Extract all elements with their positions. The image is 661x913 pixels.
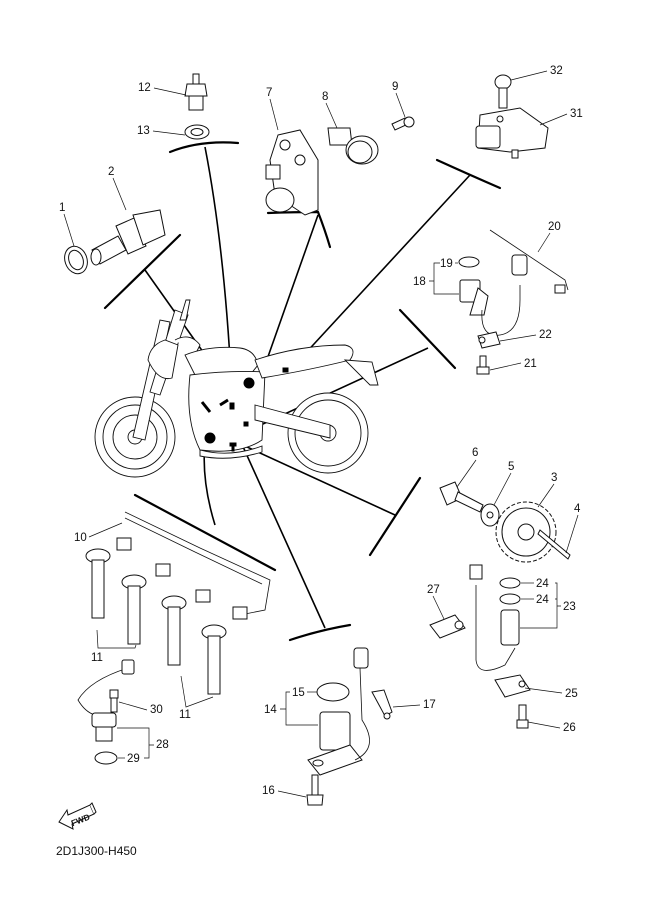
callout-15: 15 xyxy=(292,687,305,699)
part-wire-harness-10 xyxy=(124,511,271,616)
marker-crank-sensor xyxy=(204,432,216,444)
part-ignition-coils-11 xyxy=(85,537,248,695)
callout-28: 28 xyxy=(156,739,169,751)
marker-coils xyxy=(200,401,212,413)
coil-1 xyxy=(85,537,132,619)
callout-1: 1 xyxy=(59,202,65,214)
part-bolt-6 xyxy=(439,481,484,513)
callouts: 1 2 3 4 5 6 7 8 9 10 11 11 12 xyxy=(59,65,583,798)
callout-27: 27 xyxy=(427,584,440,596)
frame-group-tps xyxy=(266,210,332,249)
marker-oil-switch xyxy=(229,402,235,410)
callout-11a: 11 xyxy=(91,652,103,664)
part-screw-32 xyxy=(494,74,512,109)
coil-2 xyxy=(121,563,171,645)
callout-21: 21 xyxy=(524,358,537,370)
callout-8: 8 xyxy=(322,91,328,103)
callout-30: 30 xyxy=(150,704,163,716)
frame-group-speed-sensor xyxy=(398,308,457,370)
callout-6: 6 xyxy=(472,447,478,459)
callout-16: 16 xyxy=(262,785,275,797)
frame-group-temp-sensor xyxy=(103,233,182,310)
callout-11b: 11 xyxy=(179,709,191,721)
callout-2: 2 xyxy=(108,166,114,178)
frame-group-coils xyxy=(133,493,277,572)
callout-13: 13 xyxy=(137,125,150,137)
part-pressure-sensor-31 xyxy=(475,107,549,159)
pointer-neutral xyxy=(239,439,326,629)
callout-17: 17 xyxy=(423,699,436,711)
part-plate-25 xyxy=(494,674,531,698)
part-screw-9 xyxy=(391,116,415,131)
callout-14: 14 xyxy=(264,704,277,716)
part-o-ring-24a xyxy=(499,577,521,589)
part-bolt-21 xyxy=(476,355,490,375)
callout-22: 22 xyxy=(539,329,552,341)
part-neutral-switch-14 xyxy=(307,647,370,776)
callout-24a: 24 xyxy=(536,578,549,590)
callout-9: 9 xyxy=(392,81,398,93)
part-clamp-17 xyxy=(371,689,393,720)
callout-3: 3 xyxy=(551,472,557,484)
part-clamp-22 xyxy=(477,331,501,349)
callout-23: 23 xyxy=(563,601,576,613)
motorcycle-illustration xyxy=(94,299,379,478)
part-bolt-26 xyxy=(516,704,529,729)
callout-18: 18 xyxy=(413,276,426,288)
callout-26: 26 xyxy=(563,722,576,734)
coil-4 xyxy=(201,606,248,695)
part-sensor-assy-28 xyxy=(77,659,135,742)
callout-24b: 24 xyxy=(536,594,549,606)
callout-12: 12 xyxy=(138,82,151,94)
part-o-ring-24b xyxy=(499,593,521,605)
frame-group-map-sensor xyxy=(435,158,502,190)
callout-31: 31 xyxy=(570,108,583,120)
drawing-code: 2D1J300-H450 xyxy=(56,844,137,858)
frame-group-crank-sensor xyxy=(368,476,422,557)
callout-5: 5 xyxy=(508,461,514,473)
callout-20: 20 xyxy=(548,221,561,233)
marker-tps xyxy=(243,377,255,389)
fwd-arrow: FWD xyxy=(58,802,97,830)
part-o-ring-29 xyxy=(94,751,118,765)
part-pin-4 xyxy=(537,529,571,560)
marker-speed-sensor xyxy=(243,421,249,427)
part-o-ring-15 xyxy=(316,682,350,702)
part-band-20 xyxy=(489,229,569,294)
callout-25: 25 xyxy=(565,688,578,700)
coil-3 xyxy=(161,589,211,666)
callout-4: 4 xyxy=(574,503,581,515)
marker-map-sensor xyxy=(282,367,289,373)
part-crank-sensor-23 xyxy=(469,564,520,671)
part-oil-pressure-switch-12 xyxy=(184,73,208,111)
callout-29: 29 xyxy=(127,753,140,765)
part-temperature-sensor-2 xyxy=(90,209,166,266)
part-sprocket-3 xyxy=(495,501,557,563)
part-holder-27 xyxy=(429,614,466,639)
frame-group-oil-switch xyxy=(168,141,240,154)
callout-10: 10 xyxy=(74,532,87,544)
callout-19: 19 xyxy=(440,258,453,270)
part-gasket-13 xyxy=(184,124,210,140)
part-o-ring-19 xyxy=(458,256,480,268)
part-speed-sensor-18 xyxy=(459,254,528,336)
pointer-map-sensor xyxy=(289,174,471,371)
part-gasket-1 xyxy=(64,245,88,275)
part-tps-bracket-7 xyxy=(265,129,319,216)
part-tps-8 xyxy=(327,127,379,165)
callout-32: 32 xyxy=(550,65,563,77)
part-bolt-16 xyxy=(306,774,324,806)
callout-7: 7 xyxy=(266,87,272,99)
part-bolt-30 xyxy=(109,689,119,713)
frame-group-neutral xyxy=(288,623,352,642)
part-washer-5 xyxy=(480,503,500,527)
marker-temp-sensor xyxy=(219,398,229,407)
